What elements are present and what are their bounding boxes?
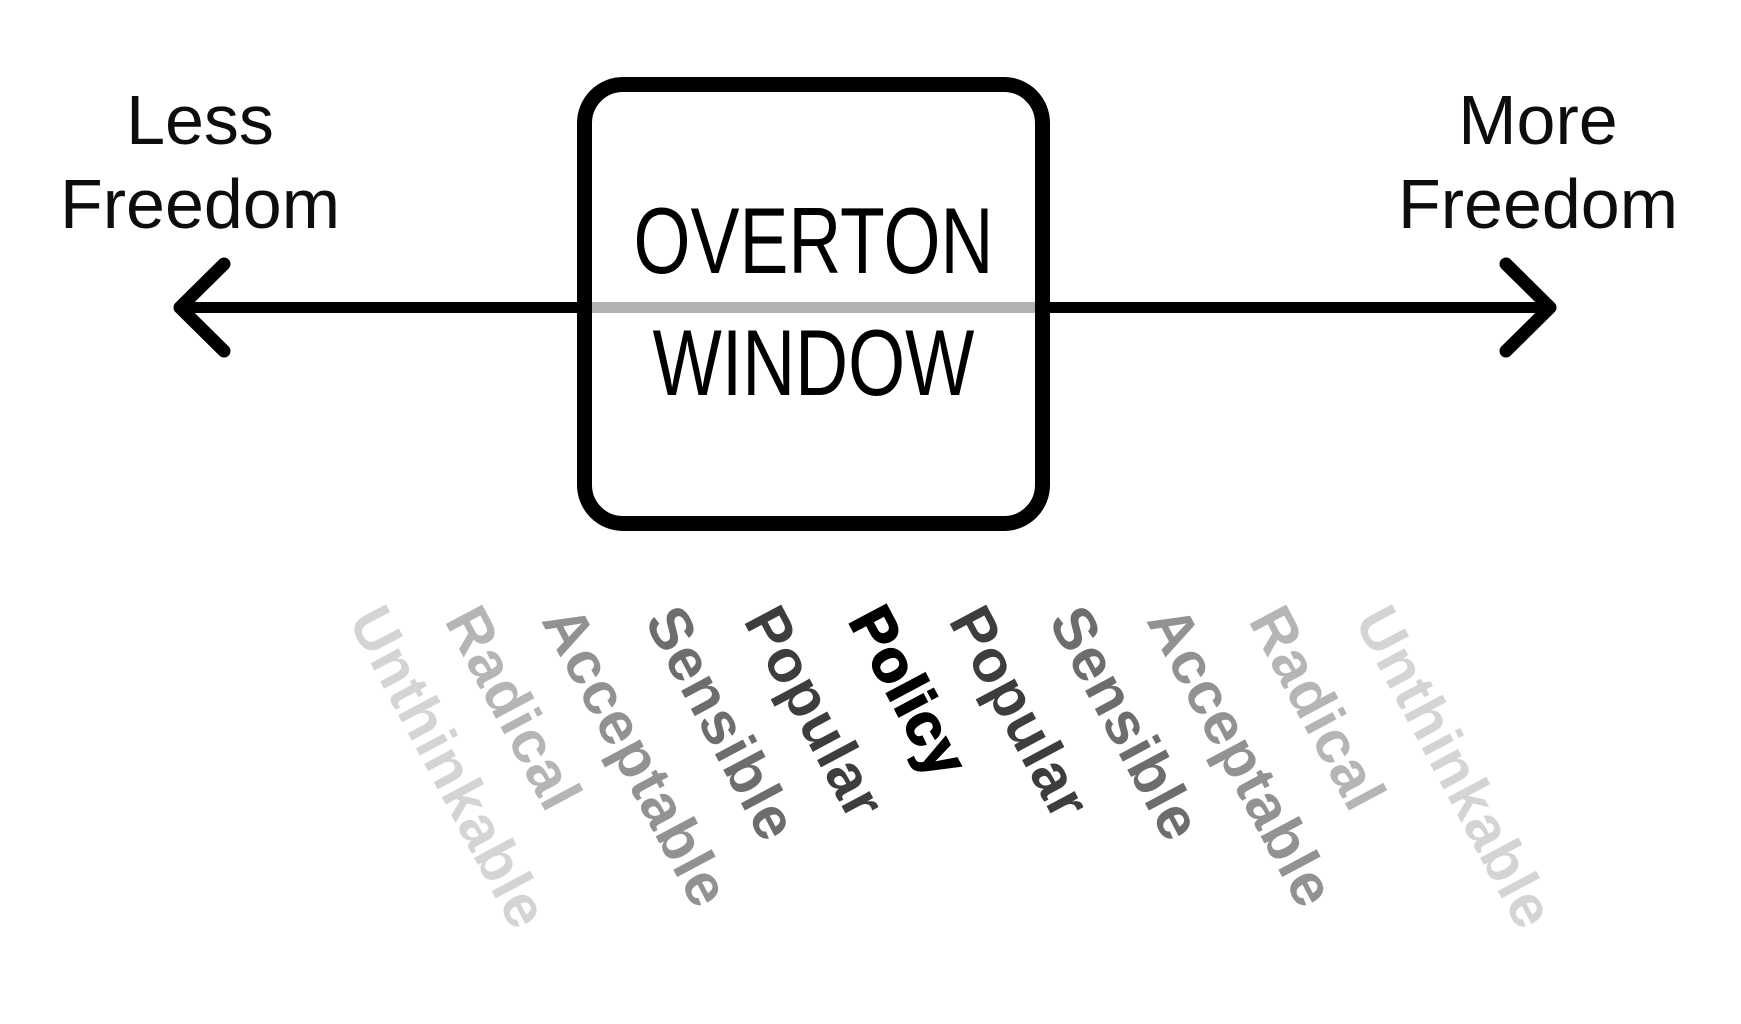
less-freedom-line2: Freedom (59, 165, 341, 243)
less-freedom-label: Less Freedom (30, 78, 370, 246)
window-title-line-2: WINDOW (652, 310, 975, 415)
left-arrowhead (173, 257, 231, 358)
more-freedom-label: More Freedom (1368, 78, 1708, 246)
more-freedom-line2: Freedom (1397, 165, 1679, 243)
right-arrowhead (1499, 257, 1557, 358)
less-freedom-line1: Less (126, 81, 274, 159)
window-title-line-1: OVERTON (633, 188, 994, 293)
more-freedom-line1: More (1458, 81, 1618, 159)
overton-window-box (577, 77, 1050, 531)
